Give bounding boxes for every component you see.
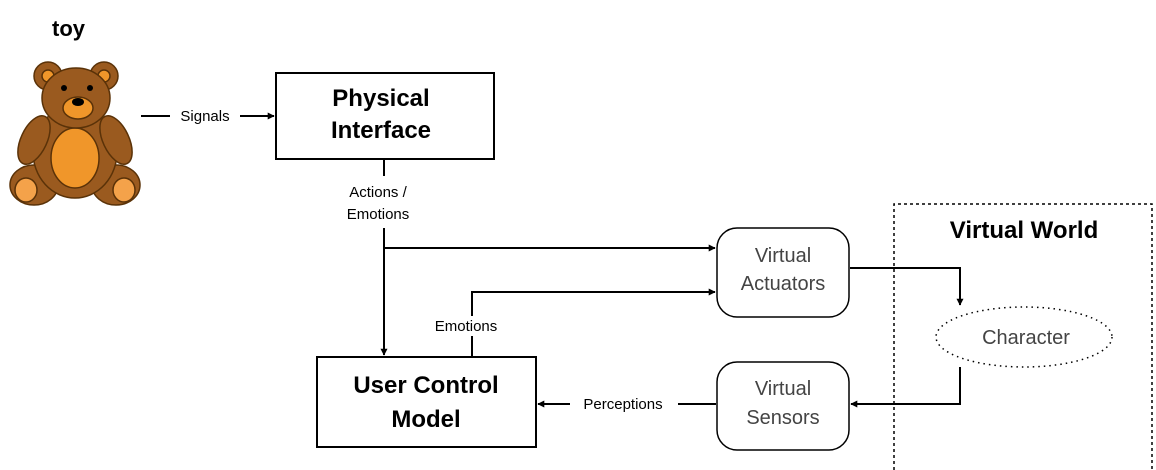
bear-muzzle	[62, 96, 94, 120]
virtual-actuators-box	[716, 227, 850, 318]
virtual-world-label: Virtual World	[950, 217, 1098, 244]
emotions-arrow	[471, 288, 716, 316]
virtual-world-region	[893, 203, 1153, 470]
bear-right-arm	[99, 115, 133, 165]
bear-left-paw	[14, 177, 38, 203]
teddy-bear-image	[9, 61, 141, 206]
actuators-to-character-arrow	[850, 267, 964, 306]
virtual-sensors-box	[716, 361, 850, 451]
emotions-label: Emotions	[435, 318, 498, 335]
perceptions-label: Perceptions	[583, 396, 662, 413]
bear-nose	[72, 98, 84, 106]
bear-right-eye	[87, 85, 93, 91]
user-control-model-box	[316, 356, 537, 448]
bear-left-eye	[61, 85, 67, 91]
physical-interface-label-line1: Physical	[332, 85, 429, 112]
character-label: Character	[982, 327, 1070, 349]
user-control-model-label-line1: User Control	[353, 372, 498, 399]
bear-belly	[50, 127, 100, 189]
actions-emotions-label-line2: Emotions	[347, 206, 410, 223]
toy-label: toy	[52, 16, 86, 41]
actions-emotions-label-line1: Actions /	[349, 184, 407, 201]
physical-interface-box	[275, 72, 495, 160]
virtual-sensors-label-line1: Virtual	[755, 378, 811, 400]
signals-label: Signals	[180, 108, 229, 125]
virtual-sensors-label-line2: Sensors	[746, 407, 819, 429]
physical-interface-label-line2: Interface	[331, 117, 431, 144]
virtual-actuators-label-line1: Virtual	[755, 245, 811, 267]
character-ellipse	[935, 306, 1113, 368]
bear-right-paw	[112, 177, 136, 203]
user-control-model-label-line2: Model	[391, 406, 460, 433]
bear-left-arm	[17, 115, 51, 165]
virtual-actuators-label-line2: Actuators	[741, 273, 825, 295]
character-to-sensors-arrow	[850, 367, 961, 408]
